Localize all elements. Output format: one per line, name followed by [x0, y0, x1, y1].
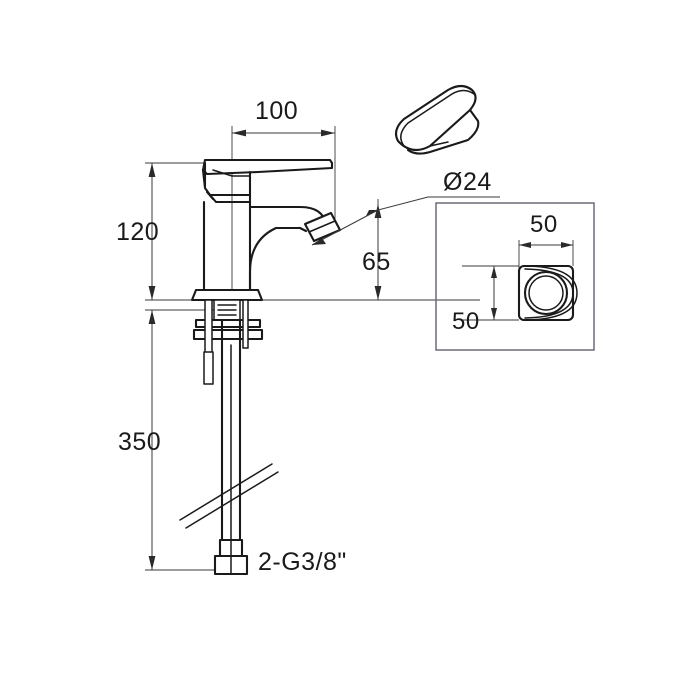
dimension-spout-height: 65: [362, 199, 391, 300]
inlet-fitting: [213, 538, 249, 576]
mounting-hardware: [192, 299, 264, 385]
dimension-label-body-height: 120: [116, 218, 159, 246]
inset-dimension-depth: 50: [452, 265, 519, 335]
faucet-main-view: [179, 158, 342, 576]
dimension-label-hose-length: 350: [118, 428, 161, 456]
dimension-label-spout-height: 65: [362, 248, 391, 276]
inset-dimension-label-width: 50: [530, 211, 558, 238]
dimension-spout-reach: 100: [231, 97, 336, 310]
dimension-aerator-diameter: Ø24: [311, 168, 500, 246]
handle-isometric-view: [394, 84, 480, 155]
dimension-label-spout-reach: 100: [255, 97, 298, 125]
dimension-label-aerator-diameter: Ø24: [443, 168, 492, 196]
dimension-body-height: 120: [116, 162, 480, 301]
thread-callout-label: 2-G3/8": [258, 548, 347, 576]
inset-dimension-width: 50: [518, 211, 574, 282]
inset-detail-box: 50 50: [435, 202, 595, 351]
supply-hose: [220, 318, 242, 542]
inset-dimension-label-depth: 50: [452, 308, 480, 335]
break-line-marks: [179, 463, 279, 529]
base-spigot-detail: [517, 264, 578, 322]
